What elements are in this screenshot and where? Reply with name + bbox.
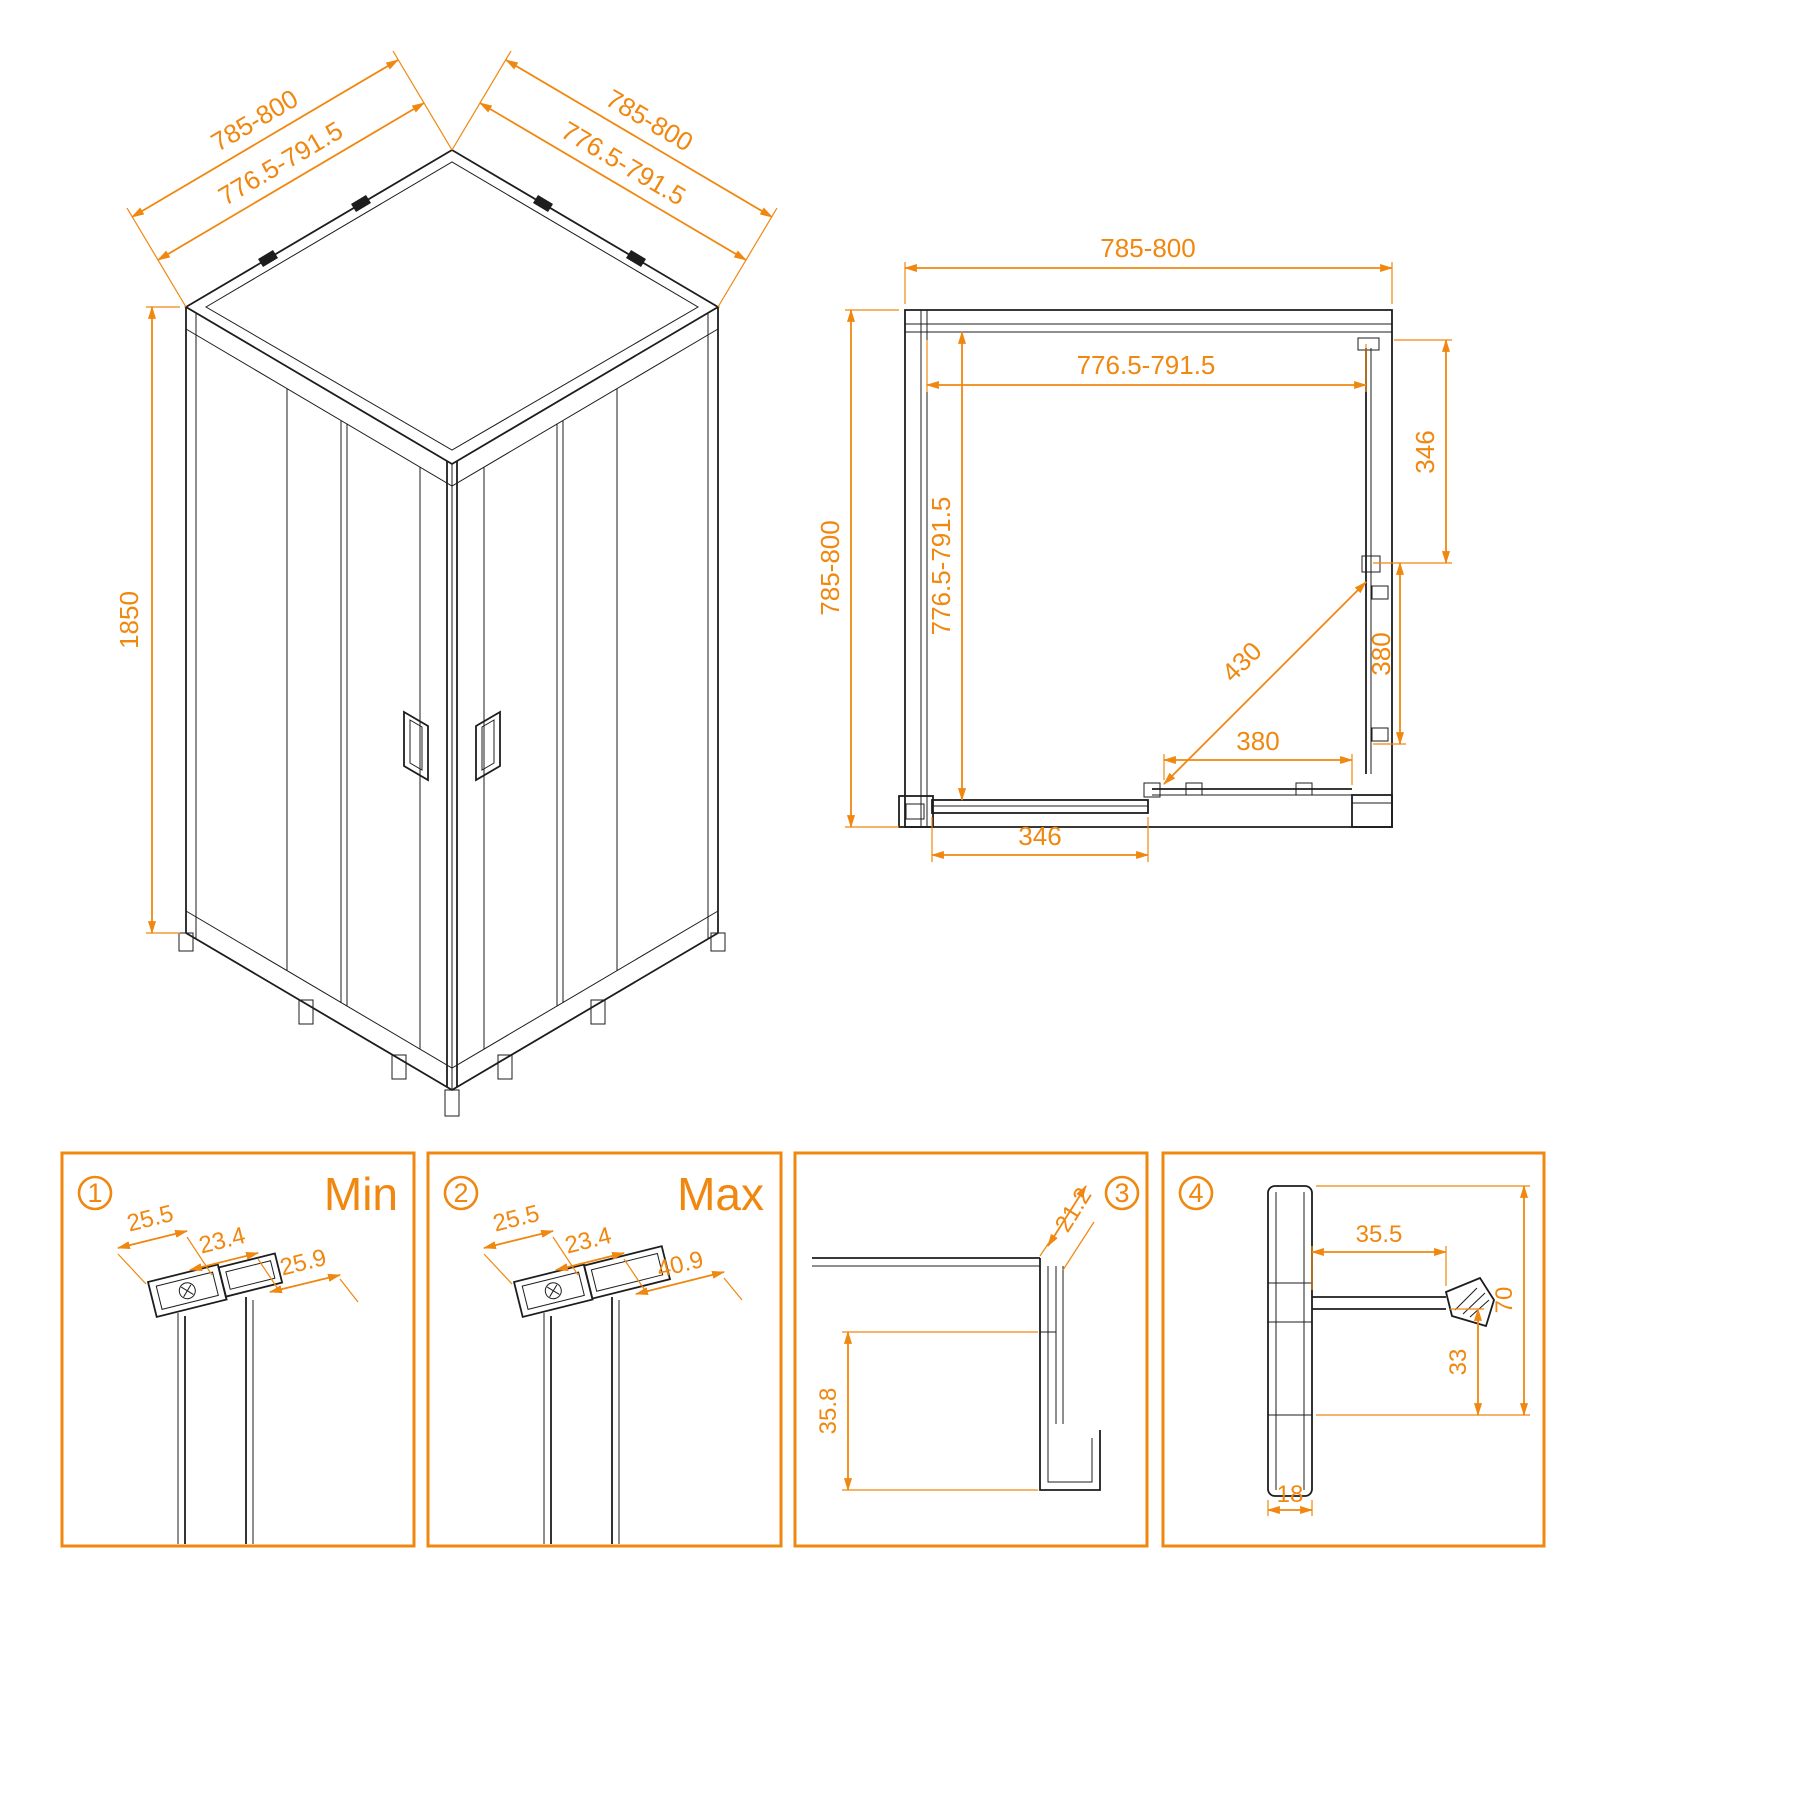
panel4-dim-a: 35.5 [1356,1221,1403,1248]
plan-linework [898,309,1393,828]
detail-panel-4: 4 35.5 70 33 1 [1161,1151,1546,1548]
panel1-profile [146,1252,284,1544]
panel1-number: 1 [87,1178,102,1208]
iso-cabin-linework [184,148,720,1092]
dim-iso-height: 1850 [114,591,144,649]
right-door-handle [475,710,501,782]
dim-plan-door-right: 380 [1366,632,1396,675]
dim-plan-fixed-right: 346 [1410,430,1440,473]
detail-panel-1: 1 Min 25.5 23.4 25 [60,1151,416,1548]
dim-plan-width-inner: 776.5-791.5 [1077,350,1216,380]
plan-dimensions: 785-800 776.5-791.5 785-800 776.5-791.5 … [815,233,1452,862]
left-door-handle [403,710,429,782]
panel4-number-circle [1178,1175,1214,1211]
panel3-dimensions: 21.2 35.8 [815,1183,1098,1492]
panel2-border [426,1151,783,1548]
panel4-dimensions: 35.5 70 33 18 [1266,1184,1530,1516]
detail-panel-2: 2 Max 25.5 23.4 40 [426,1151,783,1548]
detail-panel-3: 3 21.2 35.8 [793,1151,1149,1548]
panel1-border [60,1151,416,1548]
dim-plan-fixed-bottom: 346 [1018,821,1061,851]
panel3-dim-b: 35.8 [815,1388,842,1435]
panel4-dim-c: 33 [1445,1349,1472,1376]
panel4-dim-d: 18 [1277,1481,1304,1508]
panel2-profile [512,1245,672,1544]
panel4-border [1161,1151,1546,1548]
panel1-label: Min [324,1168,398,1220]
door-handles [403,710,501,782]
panel4-number: 4 [1188,1178,1203,1208]
panel1-dim-c: 25.9 [277,1244,329,1282]
panel1-dim-a: 25.5 [124,1200,176,1238]
panel2-dim-b: 23.4 [562,1222,614,1260]
panel3-number-circle [1104,1175,1140,1211]
panel1-dim-b: 23.4 [196,1222,248,1260]
panel2-number: 2 [453,1178,468,1208]
panel2-dim-a: 25.5 [490,1200,542,1238]
panel1-dimensions: 25.5 23.4 25.9 [116,1200,359,1303]
plan-view: 785-800 776.5-791.5 785-800 776.5-791.5 … [815,233,1452,862]
panel3-profile [812,1257,1101,1491]
panel1-number-circle [77,1175,113,1211]
dim-plan-diagonal: 430 [1216,636,1268,688]
panel4-handle-drawing [1267,1185,1495,1497]
dim-plan-width-outer: 785-800 [1100,233,1195,263]
panel2-label: Max [677,1168,764,1220]
panel4-dim-b: 70 [1491,1287,1518,1314]
dim-plan-depth-inner: 776.5-791.5 [926,497,956,636]
panel3-dim-a: 21.2 [1050,1183,1098,1237]
panel2-number-circle [443,1175,479,1211]
isometric-view: 776.5-791.5 785-800 776.5-791.5 785-800 … [114,50,778,1117]
panel3-border [793,1151,1149,1548]
panel3-number: 3 [1114,1178,1129,1208]
dim-plan-depth-outer: 785-800 [815,520,845,615]
dim-plan-door-bottom: 380 [1236,726,1279,756]
iso-feet [178,932,726,1117]
iso-dimensions: 776.5-791.5 785-800 776.5-791.5 785-800 … [114,50,778,935]
